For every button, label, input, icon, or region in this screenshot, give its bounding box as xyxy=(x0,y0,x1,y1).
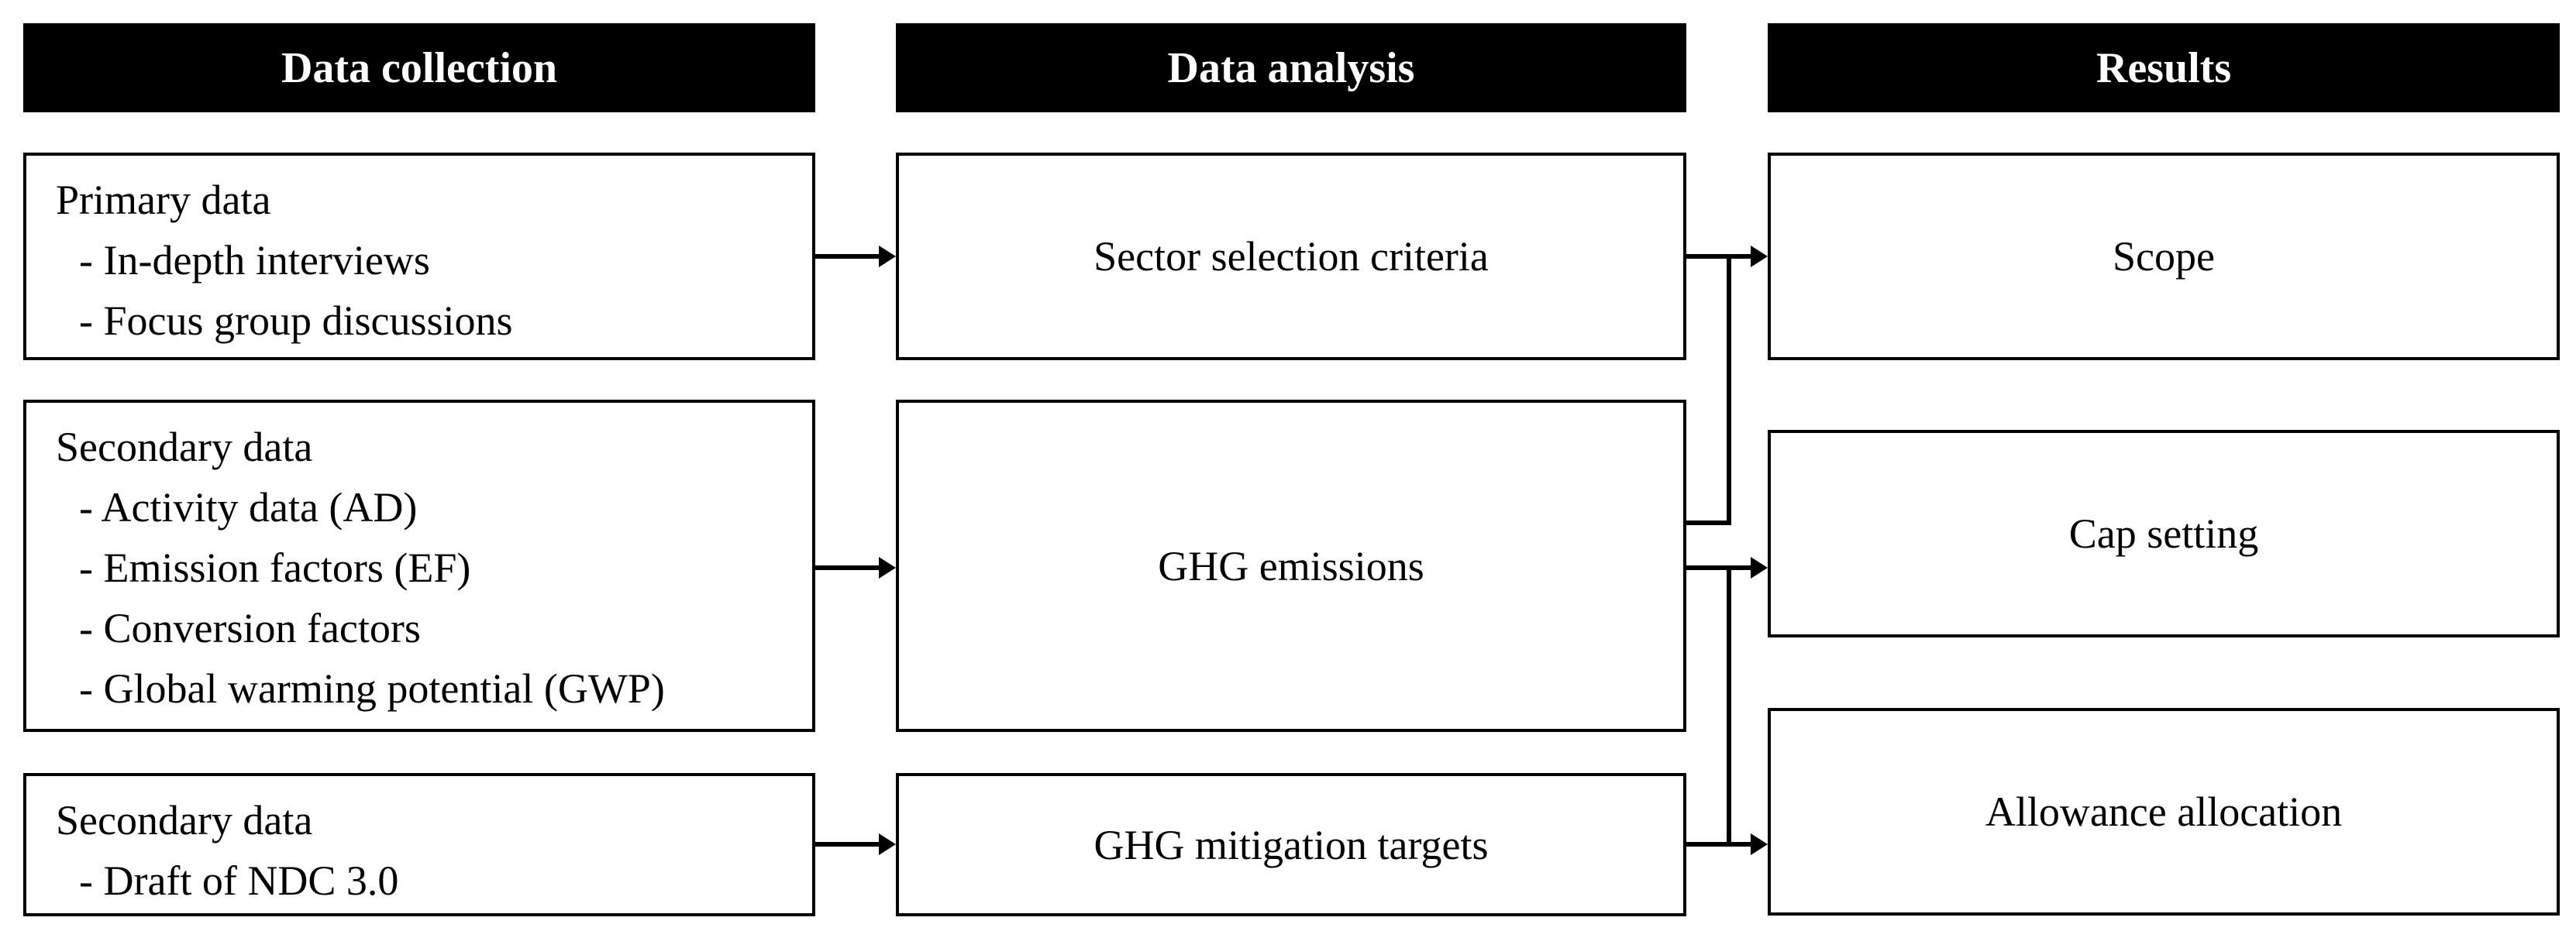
scope-label: Scope xyxy=(2113,233,2215,280)
connector-ghg-to-scope xyxy=(1686,256,1731,525)
list-item: - Global warming potential (GWP) xyxy=(79,665,665,712)
list-item: - Activity data (AD) xyxy=(79,484,418,531)
arrowhead xyxy=(879,557,896,579)
cap-setting-box: Cap setting xyxy=(1768,430,2560,637)
ghg-emissions-box: GHG emissions xyxy=(896,400,1686,732)
scope-box: Scope xyxy=(1768,153,2560,360)
header-data-collection: Data collection xyxy=(23,23,815,112)
secondary-data-box-1: Secondary data - Activity data (AD) - Em… xyxy=(23,400,815,732)
list-item: - Draft of NDC 3.0 xyxy=(79,857,399,904)
secondary-data-box-2: Secondary data - Draft of NDC 3.0 xyxy=(23,773,815,916)
list-item: - Emission factors (EF) xyxy=(79,545,471,591)
ghg-emissions-label: GHG emissions xyxy=(1158,542,1424,589)
list-item: - In-depth interviews xyxy=(79,237,430,283)
primary-data-box: Primary data - In-depth interviews - Foc… xyxy=(23,153,815,360)
primary-data-title: Primary data xyxy=(56,177,271,223)
sector-selection-box: Sector selection criteria xyxy=(896,153,1686,360)
ghg-mitigation-box: GHG mitigation targets xyxy=(896,773,1686,916)
header-results: Results xyxy=(1768,23,2560,112)
arrowhead xyxy=(1751,246,1768,267)
sector-selection-label: Sector selection criteria xyxy=(1093,233,1489,280)
arrowhead xyxy=(879,246,896,267)
header-data-analysis: Data analysis xyxy=(896,23,1686,112)
secondary-data-title: Secondary data xyxy=(56,424,313,470)
allowance-allocation-label: Allowance allocation xyxy=(1985,789,2343,835)
cap-setting-label: Cap setting xyxy=(2068,510,2259,557)
list-item: - Conversion factors xyxy=(79,605,421,651)
arrowhead xyxy=(879,833,896,855)
arrowhead xyxy=(1751,557,1768,579)
arrowhead xyxy=(1751,833,1768,855)
ghg-mitigation-label: GHG mitigation targets xyxy=(1093,821,1489,868)
allowance-allocation-box: Allowance allocation xyxy=(1768,708,2560,916)
list-item: - Focus group discussions xyxy=(79,297,513,344)
secondary-data-title: Secondary data xyxy=(56,797,313,844)
